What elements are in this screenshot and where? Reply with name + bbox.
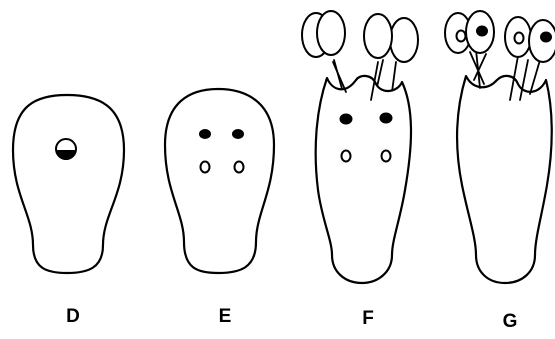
body-outline-g xyxy=(457,76,552,283)
panel-label-e: E xyxy=(219,306,232,327)
panel-label-f: F xyxy=(362,308,374,329)
body-outline-f xyxy=(316,76,411,283)
stalk-left-g xyxy=(470,50,486,88)
head-left-g xyxy=(445,11,494,53)
panel-g: G xyxy=(445,11,555,332)
body-outline-e xyxy=(165,89,274,273)
head-right-g xyxy=(505,17,555,62)
eye-ring-right-g xyxy=(515,33,524,44)
panel-label-g: G xyxy=(503,311,518,332)
eye-black-right-g xyxy=(540,32,552,43)
body-outline-d xyxy=(13,95,124,273)
half-filled-eyespot xyxy=(56,139,76,160)
panel-f: F xyxy=(302,11,418,329)
head-right-back-f xyxy=(390,18,418,62)
black-spot-left-f xyxy=(340,114,353,125)
head-right-front-f xyxy=(364,14,392,58)
head-left-front-f xyxy=(317,11,345,55)
open-spot-right-f xyxy=(382,151,391,162)
black-spot-left-e xyxy=(199,129,211,139)
eye-black-left-g xyxy=(476,26,488,37)
open-spot-left-e xyxy=(201,162,210,173)
black-spot-right-f xyxy=(380,113,393,124)
eye-ring-left-g xyxy=(457,31,466,42)
open-spot-right-e xyxy=(235,162,244,173)
panel-d: D xyxy=(13,95,124,327)
panel-e: E xyxy=(165,89,274,327)
black-spot-right-e xyxy=(232,129,244,139)
open-spot-left-f xyxy=(342,151,351,162)
panel-label-d: D xyxy=(66,306,80,327)
